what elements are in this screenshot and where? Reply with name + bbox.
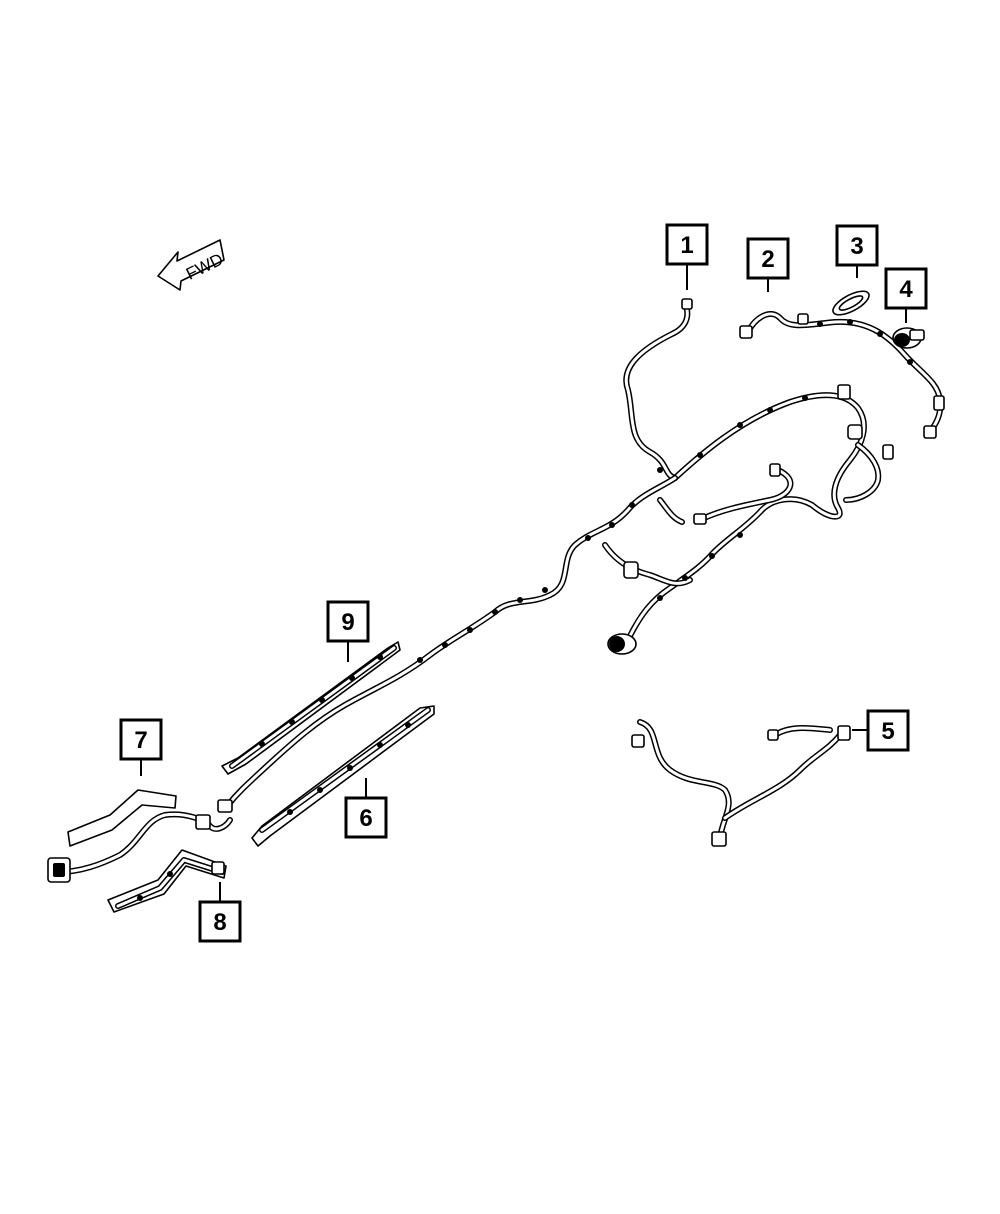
part-5-jumper-harness [631,719,851,847]
callout-8: 8 [198,900,242,943]
callout-8-label: 8 [213,909,226,936]
callout-9-label: 9 [341,609,354,636]
callout-7: 7 [119,718,163,761]
callout-2: 2 [746,237,790,280]
callout-6: 6 [344,796,388,839]
part-2-liftgate-harness [739,311,945,439]
callout-7-label: 7 [134,727,147,754]
part-8-harness-trough [107,849,227,913]
arrow-left-icon [157,239,225,291]
part-1-main-body-harness [217,298,894,813]
callout-9: 9 [326,600,370,643]
part-6-sill-harness [251,705,435,847]
callout-3: 3 [835,224,879,267]
callout-1-label: 1 [680,232,693,259]
part-4-connector [892,327,925,349]
fwd-indicator: FWD [157,239,226,291]
callout-5-label: 5 [881,718,894,745]
part-7-door-harness [47,789,233,883]
callout-4: 4 [884,267,928,310]
callout-6-label: 6 [359,805,372,832]
callout-3-label: 3 [850,233,863,260]
leader-lines [140,264,907,902]
callout-4-label: 4 [899,276,913,303]
callout-2-label: 2 [761,246,774,273]
part-3-grommet [832,290,870,316]
callout-5: 5 [866,709,910,752]
callout-1: 1 [665,223,709,266]
part-9-overhead-harness [221,641,401,775]
